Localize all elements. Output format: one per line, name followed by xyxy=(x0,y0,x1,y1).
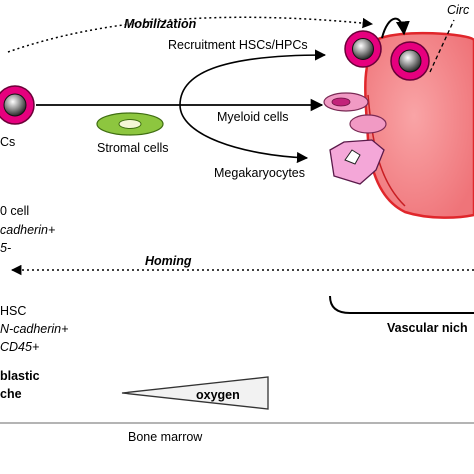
cd45-label: CD45+ xyxy=(0,340,39,354)
oxygen-gradient-wedge xyxy=(121,376,269,410)
n-cadherin-label: N-cadherin+ xyxy=(0,322,68,336)
circulation-pointer xyxy=(429,19,455,73)
hsc-cell-vessel-left xyxy=(344,30,382,68)
stromal-label: Stromal cells xyxy=(97,141,169,155)
cd-marker-label: 5- xyxy=(0,241,11,255)
mobilization-arrow xyxy=(7,16,374,53)
recruitment-label: Recruitment HSCs/HPCs xyxy=(168,38,308,52)
myeloid-cell xyxy=(323,92,369,112)
stromal-cell xyxy=(96,112,164,136)
hscs-label: Cs xyxy=(0,135,15,149)
megakaryocytes-label: Megakaryocytes xyxy=(214,166,305,180)
homing-label: Homing xyxy=(145,254,192,268)
myeloid-label: Myeloid cells xyxy=(217,110,289,124)
transmigration-arrow xyxy=(381,17,410,39)
osteoblastic-niche-label-line1: blastic xyxy=(0,369,40,383)
hsc-cell-left xyxy=(0,85,35,125)
hsc-label: HSC xyxy=(0,304,26,318)
hsc-cell-vessel-right xyxy=(390,41,430,81)
megakaryocyte-cell xyxy=(329,139,385,185)
osteoblastic-niche-label-line2: che xyxy=(0,387,22,401)
vascular-niche-label: Vascular nich xyxy=(387,321,468,335)
myeloid-cell-vessel xyxy=(349,114,387,134)
circulation-label: Circ xyxy=(447,3,470,17)
oxygen-label: oxygen xyxy=(196,388,240,402)
vascular-niche-bracket xyxy=(329,295,474,314)
recruitment-arrow xyxy=(179,49,327,106)
bone-marrow-label: Bone marrow xyxy=(128,430,203,444)
cadherin-label: cadherin+ xyxy=(0,223,55,237)
cell-type-label: 0 cell xyxy=(0,204,29,218)
mobilization-label: Mobilization xyxy=(124,17,197,31)
megakaryocyte-arrow xyxy=(179,104,309,164)
